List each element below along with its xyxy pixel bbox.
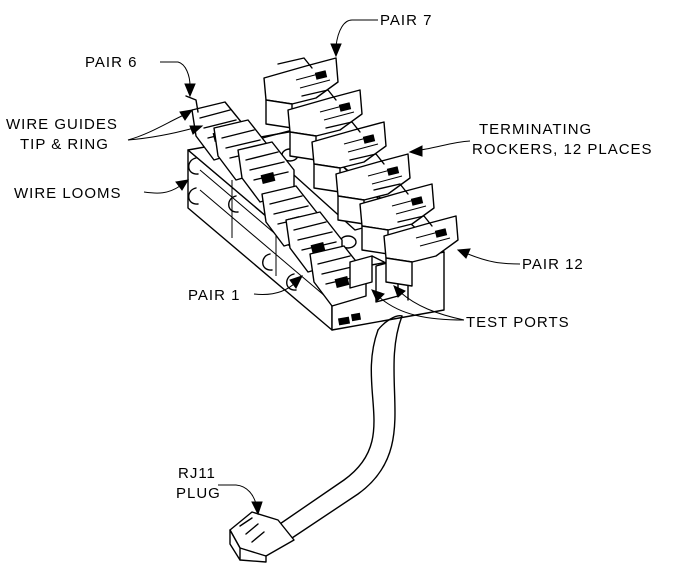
- label-pair-6: PAIR 6: [85, 54, 137, 71]
- rocker-pair-12: [383, 215, 459, 287]
- label-terminating-1: TERMINATING: [479, 121, 592, 138]
- rj11-plug: [229, 511, 295, 563]
- leader-lines: [127, 19, 521, 516]
- labels: PAIR 7 PAIR 6 WIRE GUIDES TIP & RING TER…: [6, 12, 653, 502]
- cable: [273, 315, 403, 543]
- label-terminating-2: ROCKERS, 12 PLACES: [472, 141, 653, 158]
- front-rockers: [185, 95, 367, 307]
- wire-looms: [188, 157, 297, 291]
- label-pair-7: PAIR 7: [380, 12, 432, 29]
- label-wire-guides-1: WIRE GUIDES: [6, 116, 118, 133]
- label-pair-12: PAIR 12: [522, 256, 584, 273]
- label-wire-guides-2: TIP & RING: [20, 136, 109, 153]
- label-rj11: RJ11: [178, 465, 216, 482]
- back-rockers: [263, 57, 459, 287]
- label-test-ports: TEST PORTS: [466, 314, 570, 331]
- label-wire-looms: WIRE LOOMS: [14, 185, 122, 202]
- label-plug: PLUG: [176, 485, 221, 502]
- label-pair-1: PAIR 1: [188, 287, 240, 304]
